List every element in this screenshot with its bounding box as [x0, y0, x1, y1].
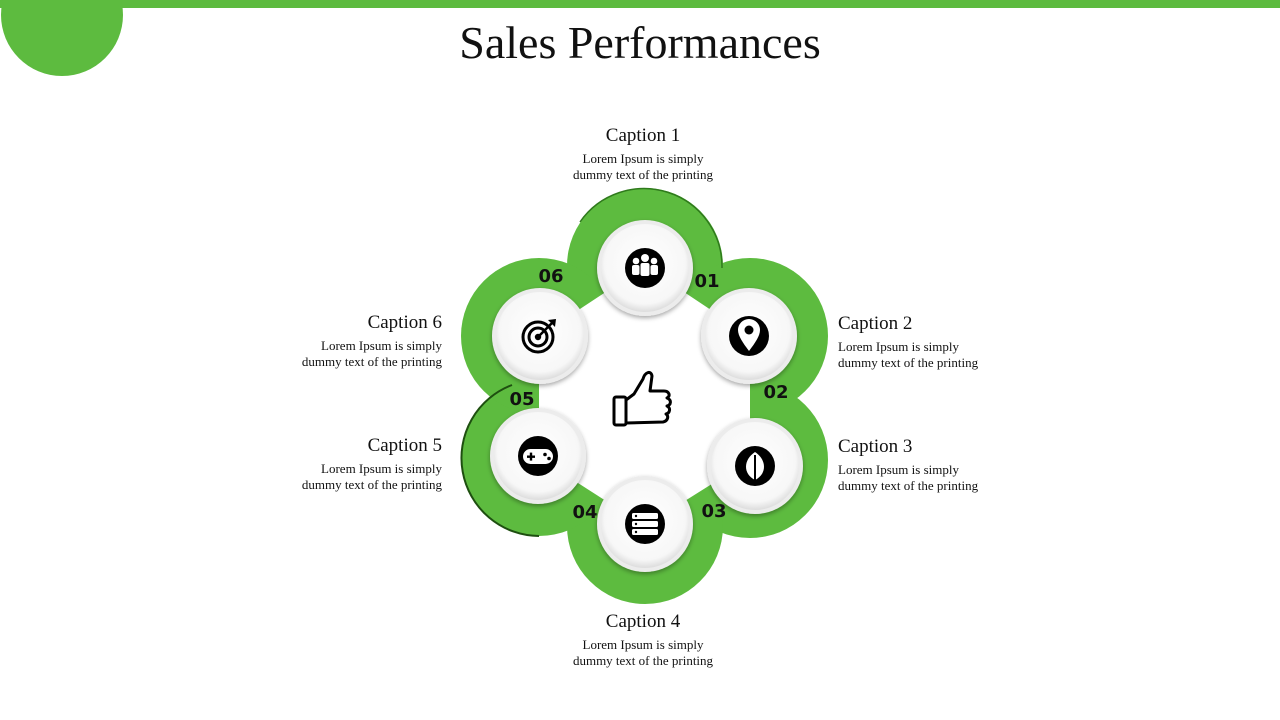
step-number: 05: [509, 389, 534, 410]
caption-text: Lorem Ipsum is simply dummy text of the …: [572, 637, 714, 668]
caption-text: Lorem Ipsum is simply dummy text of the …: [838, 339, 979, 370]
caption-text: Lorem Ipsum is simply dummy text of the …: [572, 151, 714, 182]
caption-block-1: Caption 1 Lorem Ipsum is simply dummy te…: [523, 125, 763, 183]
step-number: 01: [694, 271, 719, 292]
caption-title: Caption 2: [838, 313, 913, 334]
caption-text: Lorem Ipsum is simply dummy text of the …: [301, 338, 442, 369]
caption-block-3: Caption 3 Lorem Ipsum is simply dummy te…: [838, 436, 1078, 494]
lobe-1-edge: [579, 187, 723, 269]
caption-block-4: Caption 4 Lorem Ipsum is simply dummy te…: [523, 611, 763, 669]
caption-block-6: Caption 6 Lorem Ipsum is simply dummy te…: [202, 312, 442, 370]
caption-block-5: Caption 5 Lorem Ipsum is simply dummy te…: [202, 435, 442, 493]
top-accent-bar: [0, 0, 1280, 8]
leaf-icon: [746, 452, 764, 484]
lobe-5-edge: [460, 384, 540, 537]
caption-block-2: Caption 2 Lorem Ipsum is simply dummy te…: [838, 313, 1078, 371]
step-number: 04: [572, 502, 597, 523]
caption-text: Lorem Ipsum is simply dummy text of the …: [301, 461, 442, 492]
caption-title: Caption 5: [367, 435, 442, 456]
step-number: 02: [763, 382, 788, 403]
group-icon: [632, 254, 658, 276]
caption-text: Lorem Ipsum is simply dummy text of the …: [838, 462, 979, 493]
caption-title: Caption 6: [367, 312, 442, 333]
location-pin-icon: [738, 319, 760, 351]
target-icon: [521, 319, 556, 354]
center-hexagon: [539, 266, 750, 526]
caption-title: Caption 1: [605, 125, 681, 146]
thumbs-up-icon: [612, 370, 672, 427]
gamepad-icon: [523, 449, 553, 464]
caption-title: Caption 3: [838, 436, 913, 457]
step-number: 03: [701, 501, 726, 522]
server-icon: [632, 513, 658, 535]
caption-title: Caption 4: [605, 611, 681, 632]
step-number: 06: [538, 266, 563, 287]
page-title: Sales Performances: [459, 17, 821, 68]
